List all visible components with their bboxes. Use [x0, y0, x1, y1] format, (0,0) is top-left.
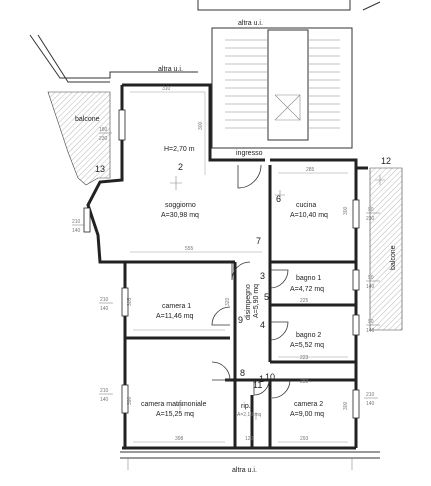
dimension-lines — [130, 91, 348, 443]
dim-7: 225 — [300, 298, 309, 304]
dim-1: 310 — [162, 86, 171, 92]
balcony-left — [47, 91, 111, 186]
room-name-camera-1: camera 1 — [162, 303, 191, 310]
dim-2: 300 — [198, 121, 204, 130]
opening-labels: 180 230 210 140 90 230 90 140 210 140 90… — [72, 127, 380, 407]
room-area-bagno-2: A=5,52 mq — [290, 342, 324, 349]
marker-13: 13 — [95, 164, 105, 174]
room-name-camera-matrimoniale: camera matrimoniale — [141, 401, 206, 408]
label-disimpegno-area: A=5,90 mq — [253, 284, 260, 318]
opening-2-h: 140 — [72, 228, 81, 234]
dim-12: 120 — [245, 436, 254, 442]
room-number-camera-2: 10 — [265, 372, 275, 382]
room-name-bagno-1: bagno 1 — [296, 275, 321, 282]
room-name-bagno-2: bagno 2 — [296, 332, 321, 339]
opening-3-w: 90 — [368, 207, 374, 213]
label-balcone-left: balcone — [75, 116, 100, 123]
room-markers — [170, 175, 385, 420]
room-number-bagno-2: 4 — [260, 320, 265, 330]
room-name-soggiorno: soggiorno — [165, 202, 196, 209]
room-area-camera-matrimoniale: A=15,25 mq — [156, 411, 194, 418]
dimension-values: 310 300 285 555 305 320 225 223 390 398 … — [127, 86, 349, 442]
opening-8-h: 140 — [366, 401, 375, 407]
room-number-camera-matrimoniale: 8 — [240, 368, 245, 378]
dim-11: 293 — [300, 436, 309, 442]
opening-1-h: 230 — [99, 136, 108, 142]
balcony-right — [369, 167, 403, 331]
room-area-rip: A=2,19 mq — [237, 412, 262, 418]
label-altra-left: altra u.i. — [158, 66, 183, 73]
opening-7-w: 210 — [100, 388, 109, 394]
stairwell — [211, 27, 353, 149]
opening-8-w: 210 — [366, 392, 375, 398]
opening-6-w: 90 — [368, 319, 374, 325]
marker-1: 1 — [259, 374, 264, 384]
opening-6-h: 140 — [366, 328, 375, 334]
dim-8: 223 — [300, 355, 309, 361]
room-number-bagno-1: 3 — [260, 271, 265, 281]
opening-4-w: 90 — [368, 275, 374, 281]
room-name-cucina: cucina — [296, 202, 316, 209]
room-area-bagno-1: A=4,72 mq — [290, 286, 324, 293]
marker-5: 5 — [264, 292, 269, 302]
opening-5-w: 210 — [100, 297, 109, 303]
room-number-rip: 11 — [253, 380, 262, 390]
dim-13: 283 — [300, 379, 309, 385]
doors — [211, 164, 291, 399]
dim-10: 398 — [175, 436, 184, 442]
dim-9: 390 — [127, 396, 133, 405]
room-area-soggiorno: A=30,98 mq — [161, 212, 199, 219]
opening-3-h: 230 — [366, 216, 375, 222]
room-area-camera-2: A=9,00 mq — [290, 411, 324, 418]
label-altra-bottom: altra u.i. — [232, 467, 257, 474]
marker-12: 12 — [381, 156, 391, 166]
room-extra-soggiorno: H=2,70 m — [164, 146, 195, 153]
opening-1-w: 180 — [99, 127, 108, 133]
room-name-camera-2: camera 2 — [294, 401, 323, 408]
windows — [83, 109, 360, 419]
room-number-soggiorno: 2 — [178, 162, 183, 172]
room-number-camera-1: 9 — [238, 315, 243, 325]
label-ingresso: ingresso — [236, 150, 263, 157]
walls — [86, 83, 368, 450]
dim-15: 300 — [343, 206, 349, 215]
dim-4: 555 — [185, 246, 194, 252]
room-area-camera-1: A=11,46 mq — [156, 313, 194, 320]
marker-7: 7 — [256, 236, 261, 246]
dim-6: 320 — [225, 297, 231, 306]
opening-5-h: 140 — [100, 306, 109, 312]
dim-3: 285 — [306, 167, 315, 173]
room-area-cucina: A=10,40 mq — [290, 212, 328, 219]
neighbour-outlines — [29, 0, 381, 470]
label-altra-top: altra u.i. — [238, 20, 263, 27]
label-balcone-right: balcone — [390, 245, 397, 270]
opening-2-w: 210 — [72, 219, 81, 225]
room-name-rip: rip. — [241, 403, 251, 410]
dim-5: 305 — [127, 297, 133, 306]
label-disimpegno: disimpegno — [245, 284, 252, 320]
room-number-cucina: 6 — [276, 194, 281, 204]
opening-4-h: 140 — [366, 284, 375, 290]
opening-7-h: 140 — [100, 397, 109, 403]
dim-14: 300 — [343, 401, 349, 410]
